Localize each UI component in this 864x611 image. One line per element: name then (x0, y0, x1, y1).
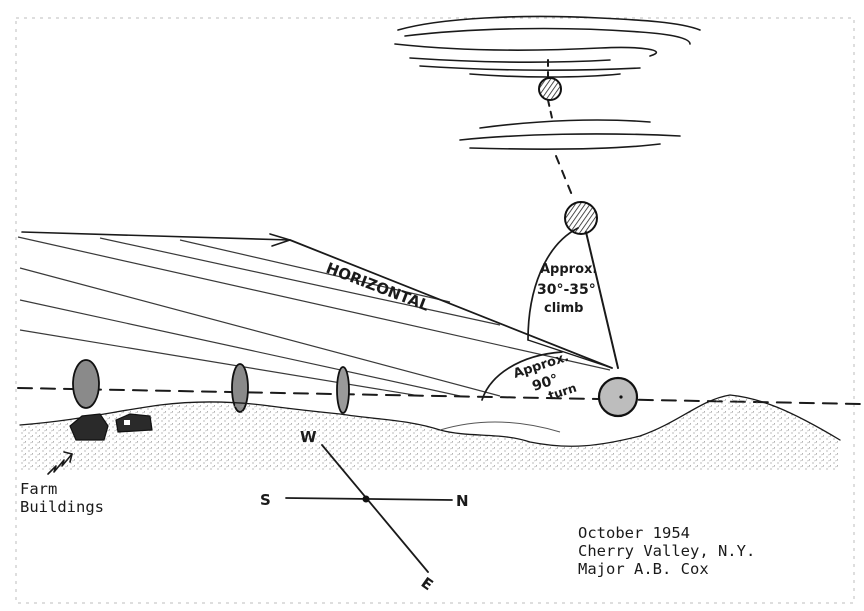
turn-annotation: Approx. 90° turn (512, 350, 579, 403)
caption: October 1954 Cherry Valley, N.Y. Major A… (578, 524, 755, 578)
farm-label-line1: Farm (20, 480, 57, 498)
farm-label-line2: Buildings (20, 498, 104, 516)
caption-place: Cherry Valley, N.Y. (578, 542, 755, 560)
object-4-disc (599, 378, 637, 416)
caption-date: October 1954 (578, 524, 690, 542)
object-3-edge-on (337, 367, 349, 413)
horizontal-label: HORIZONTAL (324, 259, 432, 315)
compass-west: W (300, 428, 317, 446)
object-5-climbing (565, 202, 597, 234)
climb-label-line2: 30°-35° (537, 282, 596, 298)
climb-annotation: Approx. 30°-35° climb (537, 262, 597, 316)
object-6-distant (539, 78, 561, 100)
object-1-oval (73, 360, 99, 408)
climb-label-line3: climb (544, 301, 583, 316)
caption-observer: Major A.B. Cox (578, 560, 709, 578)
compass-south: S (260, 491, 271, 509)
terrain (20, 395, 840, 470)
compass-east: E (418, 574, 437, 595)
climb-label-line1: Approx. (540, 262, 597, 277)
compass-north: N (456, 492, 469, 510)
